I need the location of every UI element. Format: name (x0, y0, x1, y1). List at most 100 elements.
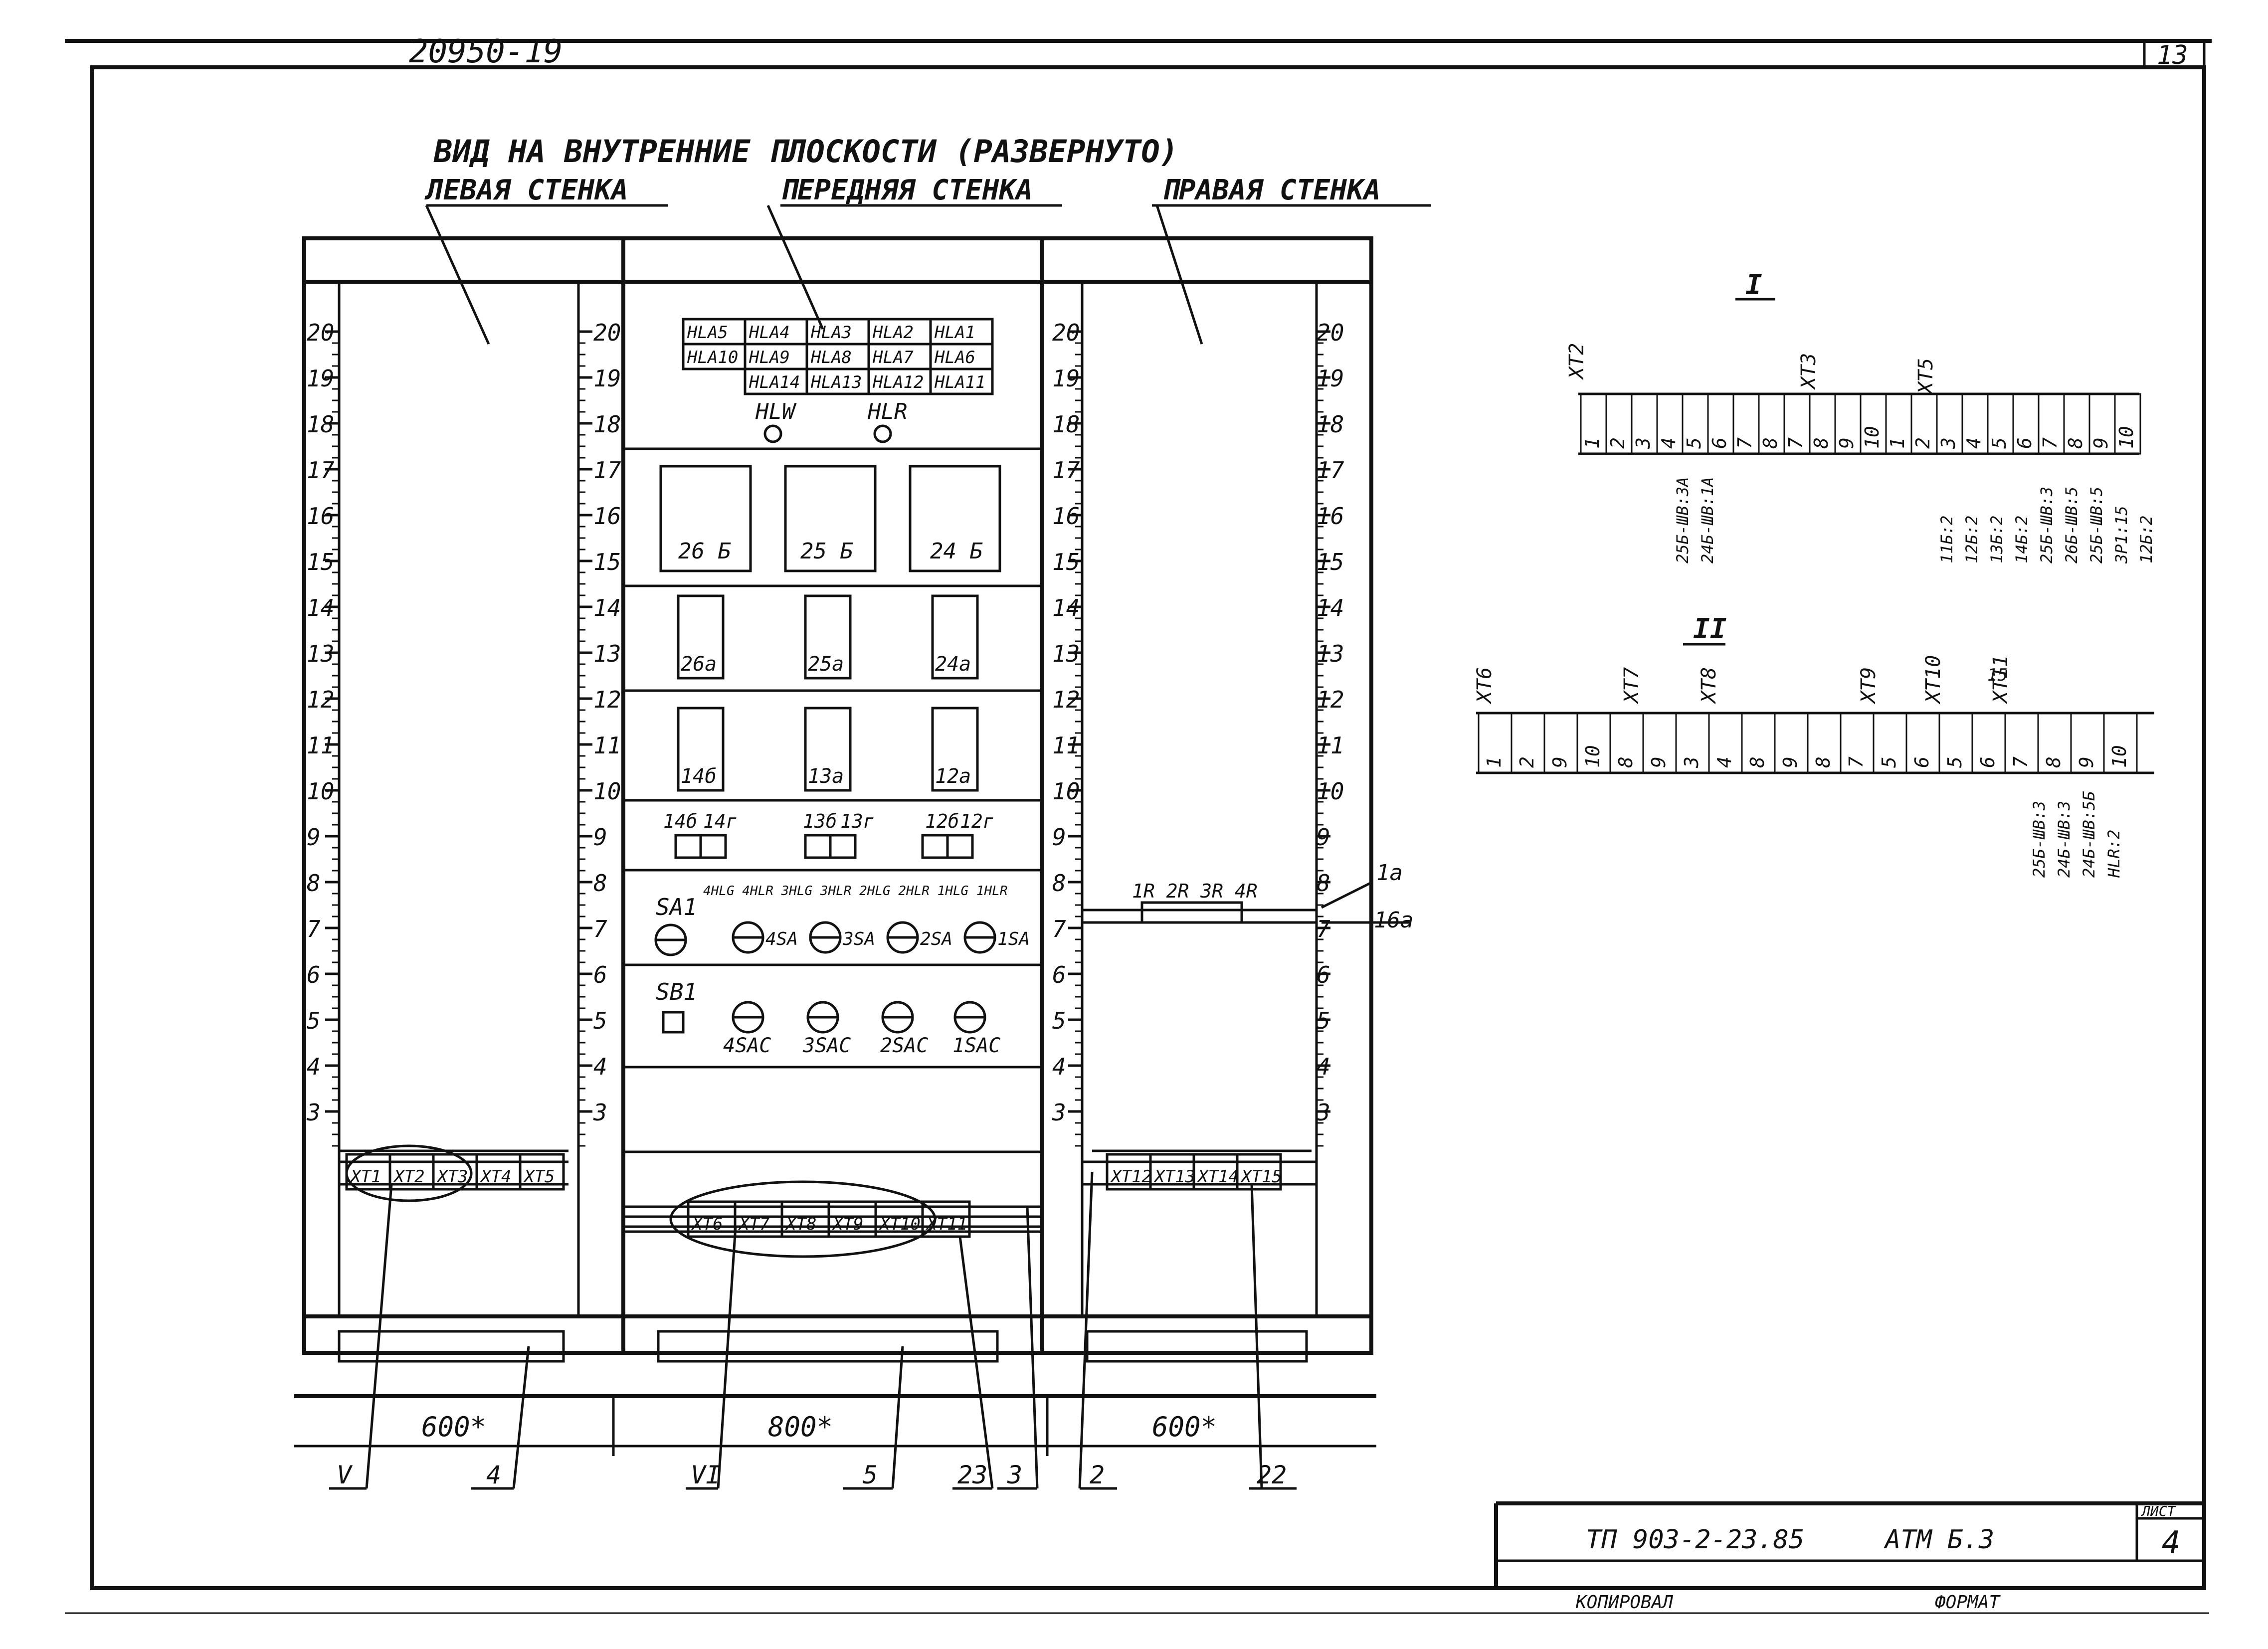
devices-row-3: 14б 13а 12а (677, 707, 979, 792)
section-terminal-number: 10 (1861, 426, 1883, 449)
section-wire-label: 12Б:2 (1962, 516, 1981, 563)
section-terminal-number: 4 (1963, 437, 1985, 449)
section-I-label: I (1745, 269, 1762, 301)
ruler-mark: 4 (307, 1053, 321, 1080)
lamp-label: HLA3 (810, 323, 852, 343)
callout-label: 2 (1090, 1461, 1105, 1489)
section-II-group: XT10 (1922, 655, 1945, 705)
right-wall-lamp-strip: 1R 2R 3R 4R 1а 16а (1082, 860, 1413, 933)
terminal-cell (921, 1200, 971, 1238)
callout-label: 5 (863, 1461, 878, 1489)
small-device-label: 12б (925, 810, 959, 832)
section-terminal-number: 6 (1977, 756, 1999, 768)
section-II-label: II (1693, 613, 1726, 645)
section-wire-label: 24Б-ШВ:1А (1698, 477, 1717, 563)
callout-label: 23 (957, 1461, 987, 1489)
sheet-number: 4 (2162, 1524, 2180, 1561)
section-wire-label: 13Б:2 (1987, 516, 2006, 563)
section-wire-label: 3Р1:15 (2112, 506, 2131, 564)
section-II-group: XT9 (1857, 667, 1880, 705)
lamp-label: HLA7 (872, 348, 914, 367)
section-wire-label: 25Б-ШВ:5 (2087, 487, 2106, 563)
section-terminal-number: 9 (1648, 756, 1670, 768)
dimension-lines: 600* 800* 600* (294, 1396, 1376, 1456)
ruler-mark: 13 (593, 640, 621, 667)
section-wire-label: 25Б-ШВ:3 (2037, 487, 2056, 563)
corner-number: 13 (2157, 40, 2188, 70)
ruler-mark: 3 (306, 1099, 321, 1126)
section-terminal-number: 2 (1607, 437, 1629, 449)
ruler-mark: 6 (593, 961, 607, 988)
section-II-group: XT8 (1698, 667, 1720, 705)
button-label: 2SAC (880, 1034, 928, 1057)
section-terminal-number: 8 (1810, 437, 1832, 449)
section-I-group: XT3 (1797, 353, 1820, 390)
section-wire-label: 14Б:2 (2012, 516, 2031, 563)
section-terminal-number: 5 (1878, 756, 1900, 768)
section-terminal-number: 9 (2076, 756, 2097, 768)
section-terminal-number: 1 (1483, 756, 1505, 768)
lamp-label: HLA12 (872, 372, 924, 392)
device-label: 26а (681, 653, 717, 676)
switch-label: 3SA (842, 929, 875, 949)
section-terminal-number: 3 (1681, 756, 1702, 768)
section-II-group: XT7 (1620, 667, 1643, 705)
section-wire-label: 25Б-ШВ:3 (2030, 801, 2049, 878)
small-device-label: 12г (960, 810, 994, 832)
button-row: SB1 4SAC 3SAC 2SAC 1SAC (656, 978, 1000, 1057)
dimension-left: 600* (421, 1411, 486, 1443)
ruler-mark: 5 (593, 1007, 607, 1034)
section-terminal-number: 9 (1836, 437, 1858, 449)
ruler-mark: 4 (593, 1053, 607, 1080)
section-wire-label: 11Б:2 (1937, 516, 1956, 563)
ruler-mark: 18 (593, 411, 621, 438)
ruler-mark: 7 (307, 916, 321, 942)
switch-label: 1SA (997, 929, 1030, 949)
terminal-label: XT5 (523, 1167, 555, 1187)
device-label: 14б (681, 765, 717, 788)
section-terminal-number: 4 (1658, 437, 1680, 449)
section-terminal-number: 8 (1615, 756, 1637, 768)
section-terminal-number: 2 (1912, 437, 1934, 449)
section-I-group: XT5 (1914, 358, 1937, 395)
title-album: АТМ Б.3 (1884, 1525, 1994, 1555)
ruler-mark: 9 (593, 824, 607, 851)
ruler-mark: 10 (593, 778, 621, 805)
ruler-mark: 15 (593, 549, 621, 575)
section-terminal-number: 9 (1549, 756, 1571, 768)
terminal-label: XT1 (349, 1167, 381, 1187)
section-terminal-number: 7 (1785, 437, 1807, 449)
section-terminal-number: 4 (1713, 756, 1735, 768)
cabinet-outline (294, 236, 1376, 1398)
section-II-group: XT11 (1989, 655, 2012, 705)
ruler-mark: 6 (1052, 961, 1066, 988)
small-device-label: 14б (663, 810, 698, 832)
section-terminal-number: 5 (1683, 437, 1705, 449)
ruler-mark: 4 (1052, 1053, 1066, 1080)
lamp-cell (929, 367, 994, 395)
section-wire-label: 26Б-ШВ:5 (2062, 487, 2081, 563)
section-terminal-number: 8 (1759, 437, 1781, 449)
dimension-right: 600* (1152, 1411, 1217, 1443)
button-label: 4SAC (723, 1034, 771, 1057)
device-label: 25 Б (800, 539, 853, 564)
ruler-mark: 17 (593, 457, 621, 484)
device-label: 24а (935, 653, 971, 676)
section-terminal-number: 8 (2043, 756, 2065, 768)
ruler-scales: 2019181716151413121110987654320191817161… (306, 319, 1344, 1147)
terminal-cell (519, 1153, 565, 1191)
section-terminal-number: 7 (1845, 756, 1867, 768)
right-lamps-label: 1R 2R 3R 4R (1132, 880, 1258, 902)
lamp-label: HLA5 (687, 323, 728, 343)
ruler-mark: 8 (307, 870, 321, 897)
left-wall-title: ЛЕВАЯ СТЕНКА (424, 174, 628, 206)
lamp-label: HLA4 (749, 323, 790, 343)
ruler-mark: 3 (1052, 1099, 1066, 1126)
ruler-mark: 9 (307, 824, 321, 851)
terminal-label: XT2 (392, 1167, 424, 1187)
section-terminal-number: 7 (2039, 437, 2061, 449)
devices-row-2: 26а 25а 24а (677, 594, 979, 680)
